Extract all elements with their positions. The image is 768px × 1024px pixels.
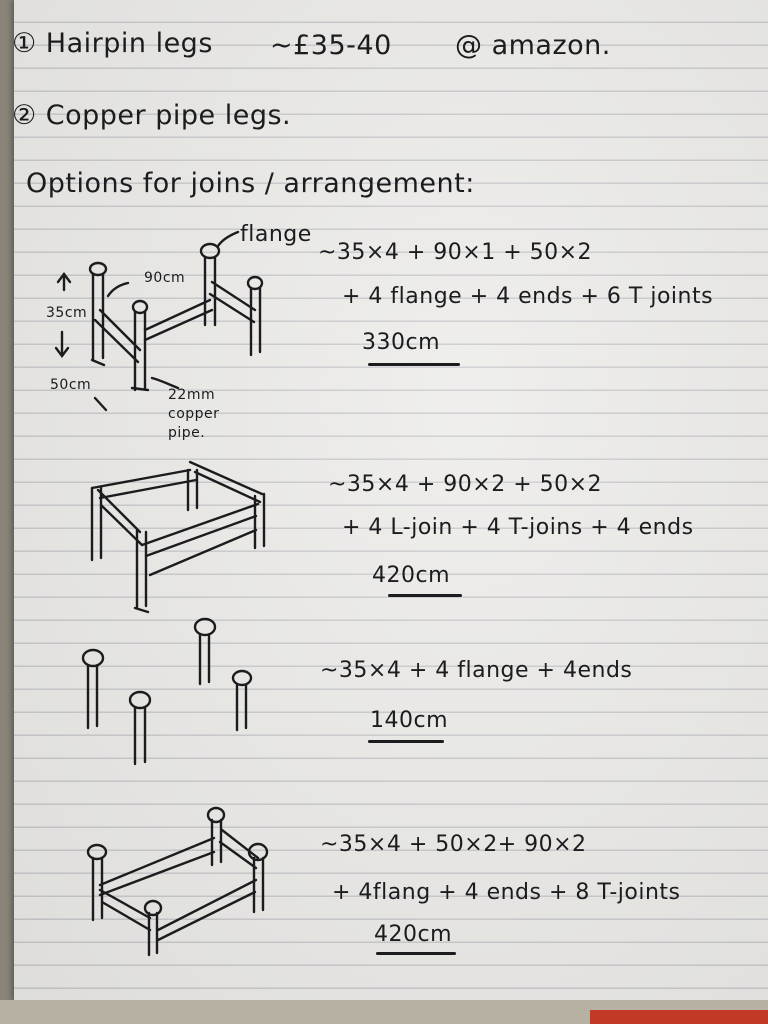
label-50cm: 50cm: [50, 377, 92, 393]
sketch-option1-frame: [54, 230, 264, 412]
option2-total-underline: [388, 594, 462, 597]
notebook-page: [14, 0, 768, 1002]
sketch-option3-legs: [81, 617, 253, 766]
option1-total: 330cm: [362, 330, 441, 355]
option4-formula: ~35×4 + 50×2+ 90×2: [320, 832, 587, 857]
option3-formula: ~35×4 + 4 flange + 4ends: [320, 658, 633, 683]
label-35cm: 35cm: [46, 305, 88, 321]
option3-total: 140cm: [370, 708, 449, 733]
option1-total-underline: [368, 363, 460, 366]
note-hairpin-price: ~£35-40: [270, 30, 392, 61]
option4-total-underline: [376, 952, 456, 955]
options-heading: Options for joins / arrangement:: [26, 168, 475, 199]
option3-total-underline: [368, 740, 444, 743]
note-hairpin-legs: ① Hairpin legs: [12, 28, 213, 59]
sketch-option4-frame: [86, 806, 269, 957]
option4-total: 420cm: [374, 922, 453, 947]
option2-formula: ~35×4 + 90×2 + 50×2: [328, 472, 603, 497]
note-hairpin-store: @ amazon.: [455, 30, 611, 61]
option4-parts: + 4flang + 4 ends + 8 T-joints: [332, 880, 681, 905]
option1-parts: + 4 flange + 4 ends + 6 T joints: [342, 284, 714, 309]
label-90cm: 90cm: [144, 270, 186, 286]
label-22mm-pipe: 22mm copper pipe.: [168, 387, 220, 441]
label-flange: flange: [240, 222, 312, 247]
option2-parts: + 4 L-join + 4 T-joins + 4 ends: [342, 515, 694, 540]
option1-formula: ~35×4 + 90×1 + 50×2: [318, 240, 593, 265]
note-copper-pipe-legs: ② Copper pipe legs.: [12, 100, 292, 131]
red-book-edge: [590, 1010, 768, 1024]
sketch-option2-frame: [90, 460, 266, 614]
option2-total: 420cm: [372, 563, 451, 588]
